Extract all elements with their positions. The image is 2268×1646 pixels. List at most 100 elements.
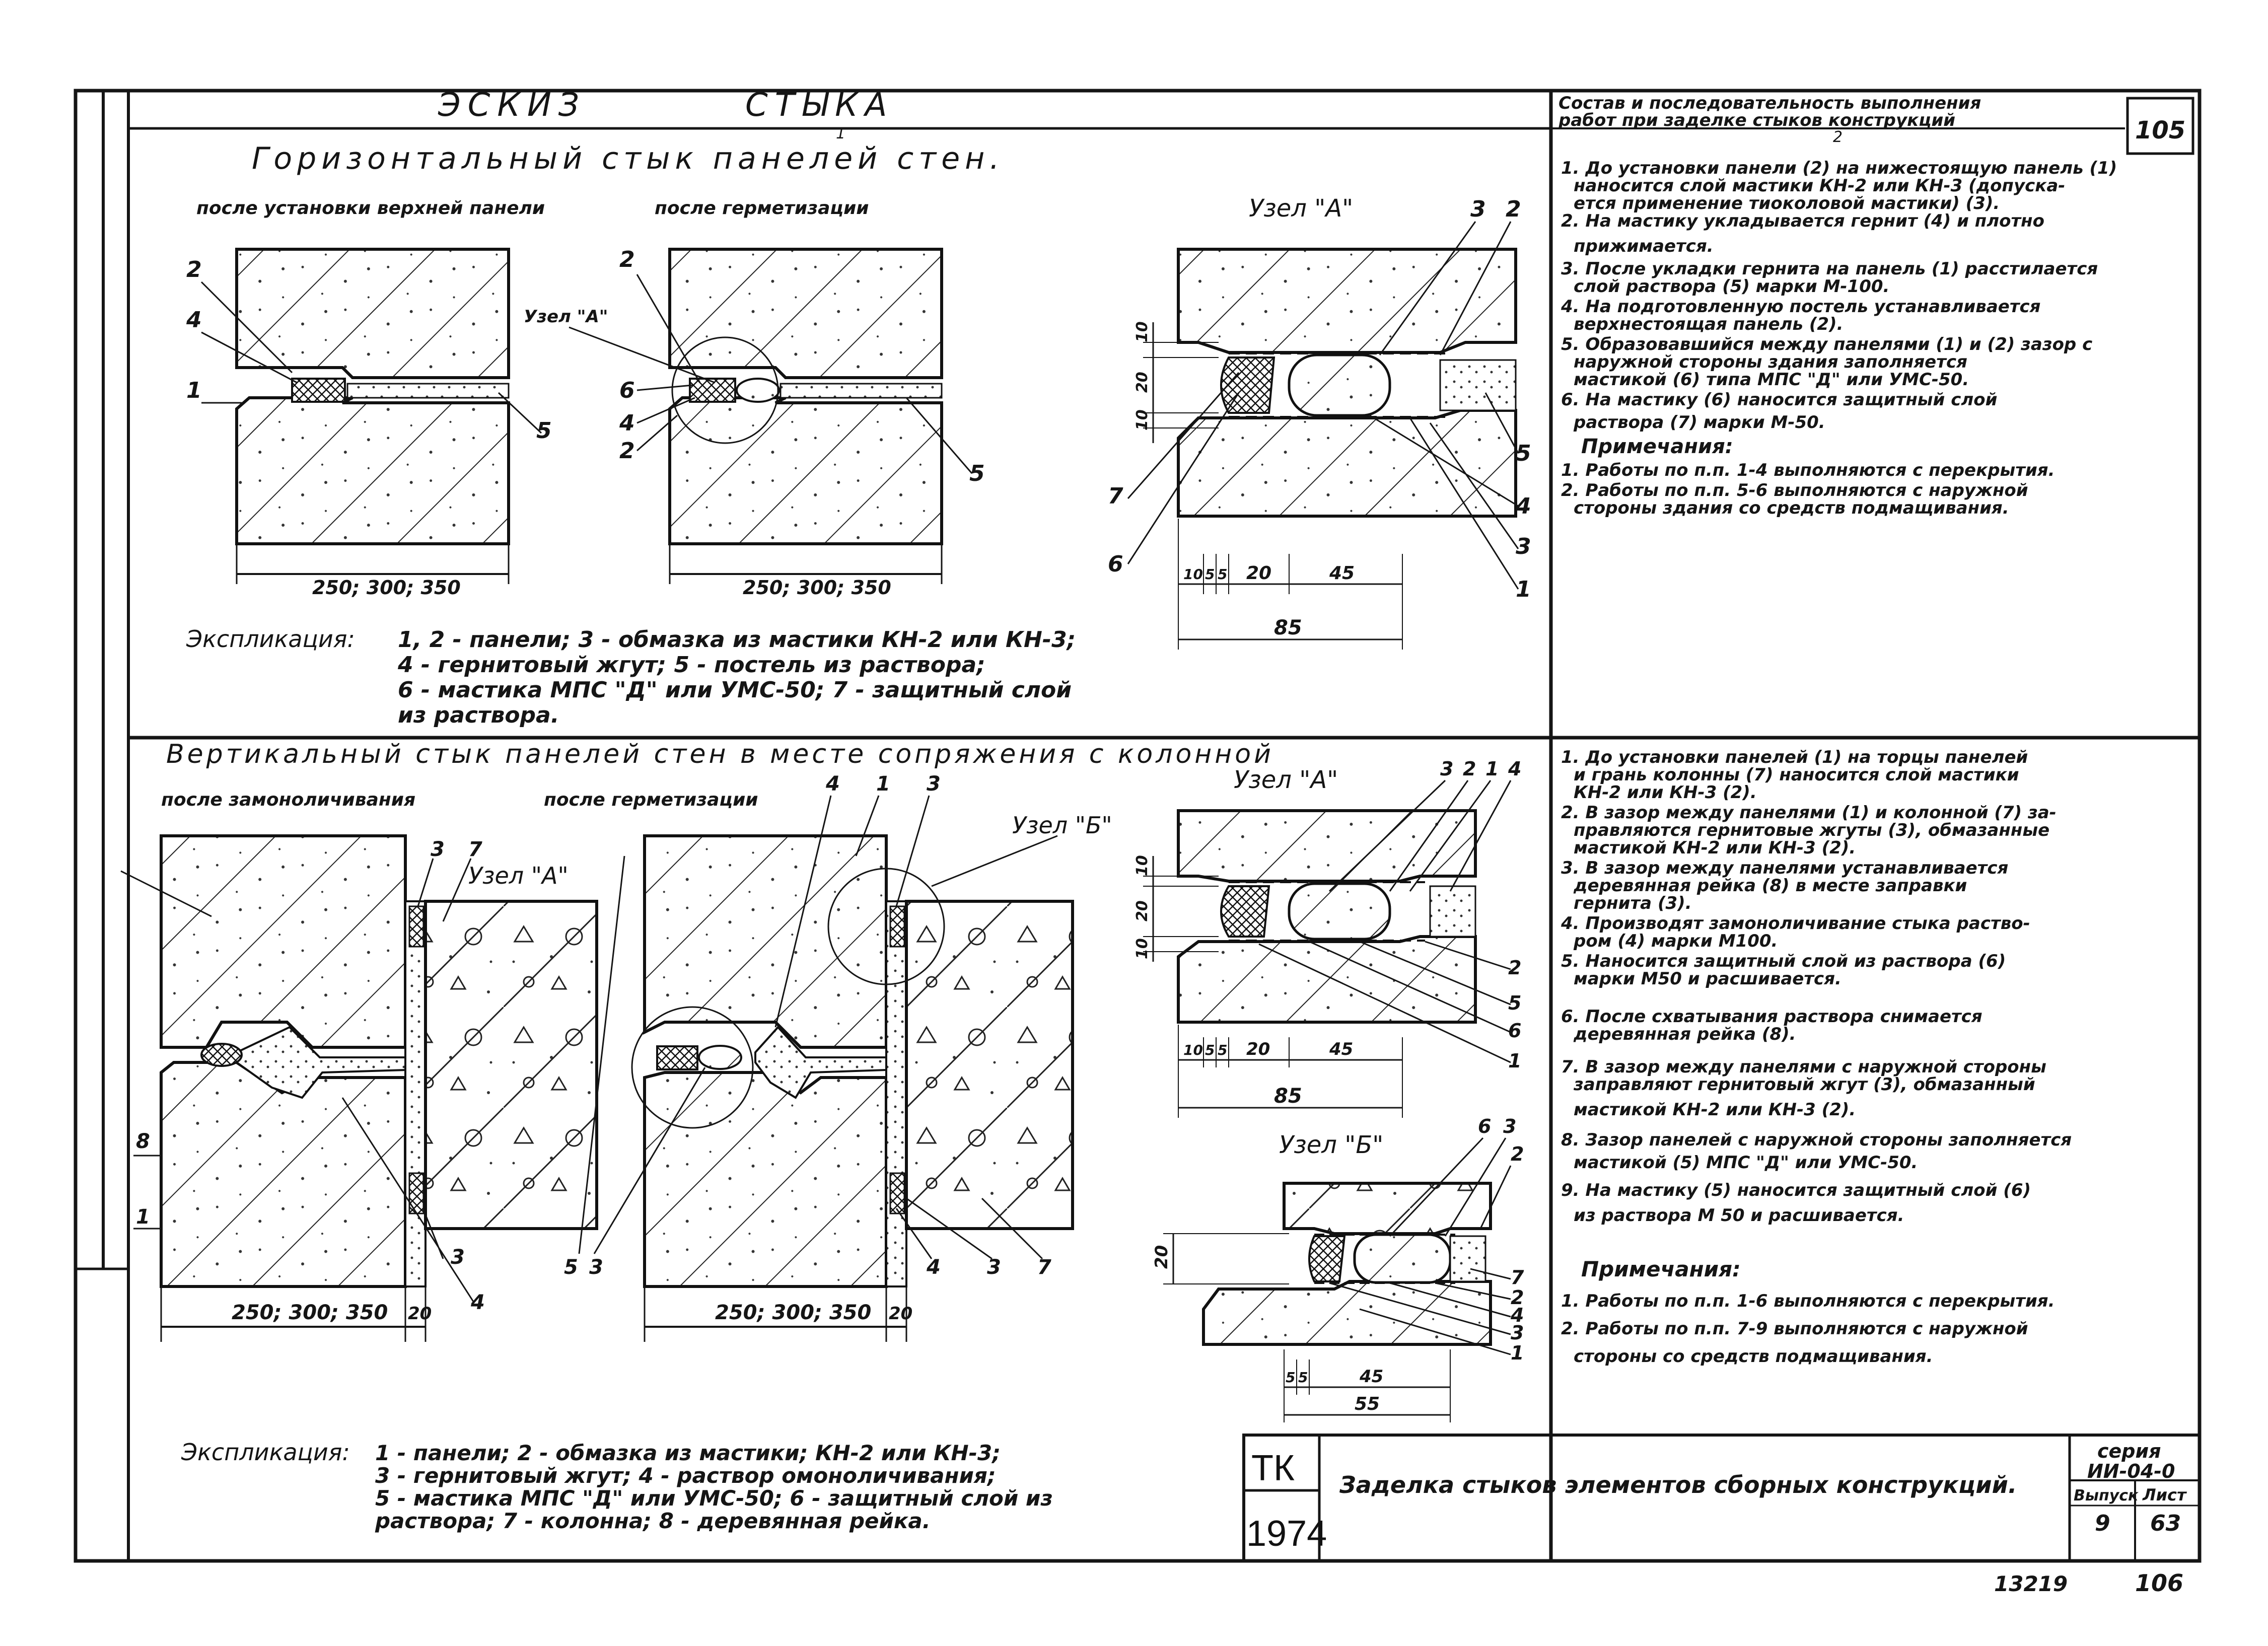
step-top-line: 2. На мастику укладывается гернит (4) и … [1561, 211, 2044, 231]
marker-4: 4 [926, 1256, 941, 1279]
title-block: ТК 1974 Заделка стыков элементов сборных… [1242, 1434, 2201, 1562]
marker-4: 4 [1510, 1304, 1524, 1326]
explication-top-line-1: 1, 2 - панели; 3 - обмазка из мастики КН… [398, 627, 1076, 653]
marker-2: 2 [186, 257, 202, 282]
dim-gap-20: 20 [408, 1304, 432, 1324]
caption-after-upper-panel: после установки верхней панели [196, 198, 545, 219]
marker-1: 1 [186, 378, 202, 403]
marker-4: 4 [186, 307, 202, 333]
marker-4: 4 [619, 410, 635, 436]
issue-label: Выпуск [2074, 1487, 2139, 1505]
horizontal-joint-sketch-mid: 250; 300; 350 Узел "А" 2 6 4 2 5 [524, 247, 985, 599]
marker-1: 1 [1516, 577, 1531, 602]
caption-after-sealing: после герметизации [655, 198, 869, 219]
marker-1: 1 [876, 772, 890, 796]
dim-panel-width-left: 250; 300; 350 [312, 577, 461, 599]
marker-2: 2 [1511, 1143, 1524, 1165]
notes-bottom-3: стороны со средств подмащивания. [1574, 1346, 1933, 1367]
dim-gap-20: 20 [889, 1304, 912, 1324]
step-bottom-line: 2. В зазор между панелями (1) и колонной… [1561, 803, 2057, 823]
dim-v-10a: 10 [1133, 321, 1151, 342]
notes-bottom-2: 2. Работы по п.п. 7-9 выполняются с нару… [1561, 1319, 2028, 1339]
step-top-line: 3. После укладки гернита на панель (1) р… [1561, 259, 2098, 279]
marker-2: 2 [1463, 758, 1476, 780]
explication-top-line-3: 6 - мастика МПС "Д" или УМС-50; 7 - защи… [398, 677, 1072, 703]
marker-4: 4 [470, 1291, 485, 1314]
marker-5: 5 [1508, 992, 1521, 1014]
step-bottom-line: 7. В зазор между панелями с наружной сто… [1561, 1057, 2046, 1077]
step-top-line: верхнестоящая панель (2). [1574, 314, 1844, 334]
tk-label: ТК [1251, 1448, 1295, 1488]
marker-2: 2 [1511, 1286, 1524, 1309]
dim-h-5b: 5 [1218, 566, 1227, 583]
marker-1: 1 [1485, 758, 1499, 780]
sheet-frame [74, 89, 2202, 1563]
marker-7: 7 [468, 838, 482, 861]
marker-5: 5 [969, 461, 985, 486]
dim-h-45: 45 [1329, 1039, 1353, 1059]
marker-3: 3 [987, 1256, 1001, 1279]
dim-h-5a: 5 [1205, 1042, 1215, 1058]
marker-3: 3 [1440, 758, 1453, 780]
dim-b-5a: 5 [1286, 1369, 1295, 1386]
step-bottom-line: 6. После схватывания раствора снимается [1561, 1007, 1982, 1027]
step-top-line: наносится слой мастики КН-2 или КН-3 (до… [1574, 176, 2065, 196]
explication-label-bottom: Экспликация: [181, 1439, 350, 1466]
dim-h-5b: 5 [1218, 1042, 1227, 1058]
marker-2: 2 [619, 438, 635, 464]
dim-h-10: 10 [1183, 1042, 1203, 1058]
marker-6: 6 [1508, 1020, 1521, 1042]
step-bottom-line: из раствора М 50 и расшивается. [1574, 1205, 1904, 1226]
vertical-joint-title: Вертикальный стык панелей стен в месте с… [166, 739, 1274, 769]
dim-h-20: 20 [1246, 1039, 1270, 1059]
marker-1: 1 [136, 1205, 150, 1229]
step-bottom-line: и грань колонны (7) наносится слой масти… [1574, 765, 2019, 785]
marker-5: 5 [564, 1256, 578, 1279]
step-bottom-line: 3. В зазор между панелями устанавливаетс… [1561, 858, 2008, 878]
node-a-label-vleft: Узел "А" [468, 862, 569, 889]
marker-2: 2 [1506, 196, 1521, 222]
step-bottom-line: ром (4) марки М100. [1573, 931, 1778, 951]
notes-bottom-1: 1. Работы по п.п. 1-6 выполняются с пере… [1561, 1291, 2055, 1311]
step-bottom-line: марки М50 и расшивается. [1574, 969, 1841, 989]
node-a-label: Узел "А" [1249, 194, 1353, 223]
step-top-line: 1. До установки панели (2) на нижестоящу… [1561, 158, 2117, 178]
horizontal-joint-sketch-left: 250; 300; 350 2 4 1 5 [186, 248, 552, 599]
steps-bottom: 1. До установки панелей (1) на торцы пан… [1561, 747, 2072, 1367]
step-bottom-line: 1. До установки панелей (1) на торцы пан… [1561, 747, 2028, 767]
marker-8: 8 [136, 1130, 150, 1153]
step-top-line: наружной стороны здания заполняется [1574, 352, 1967, 372]
marker-5: 5 [1516, 441, 1531, 466]
title-block-title: Заделка стыков элементов сборных констру… [1339, 1471, 2017, 1498]
tk-year: 1974 [1246, 1514, 1327, 1554]
marker-4: 4 [1508, 758, 1521, 780]
horizontal-node-a-detail: Узел "А" 10 20 10 10 5 5 20 45 85 3 2 [1108, 194, 1531, 650]
step-top-line: прижимается. [1574, 236, 1714, 256]
vertical-joint-sketch-left: 250; 300; 350 20 Узел "А" 3 7 8 1 3 4 [120, 834, 598, 1342]
steps-top: 1. До установки панели (2) на нижестоящу… [1561, 158, 2117, 518]
node-b-label-vmid: Узел "Б" [1012, 812, 1112, 839]
step-bottom-line: деревянная рейка (8) в месте заправки [1573, 876, 1967, 896]
dim-v-20: 20 [1133, 372, 1151, 393]
step-bottom-line: деревянная рейка (8). [1573, 1024, 1796, 1044]
marker-7: 7 [1037, 1256, 1051, 1279]
sheet-label: Лист [2142, 1485, 2187, 1505]
step-bottom-line: 8. Зазор панелей с наружной стороны запо… [1561, 1130, 2072, 1150]
horizontal-joint-title: Горизонтальный стык панелей стен. [252, 141, 1004, 176]
dim-h-20: 20 [1246, 563, 1271, 584]
dim-v-10b: 10 [1133, 938, 1151, 959]
header-sketch-word: ЭСКИЗ [438, 87, 586, 124]
series-value: ИИ-04-0 [2087, 1460, 2175, 1482]
step-top-line: слой раствора (5) марки М-100. [1574, 276, 1889, 297]
marker-6: 6 [1108, 551, 1123, 577]
page-badge-box [2126, 97, 2194, 155]
marker-6: 6 [1478, 1115, 1491, 1137]
marker-3: 3 [1470, 196, 1486, 222]
step-bottom-line: мастикой КН-2 или КН-3 (2). [1574, 1100, 1856, 1120]
footer-number: 13219 [1994, 1571, 2068, 1596]
dim-b-5b: 5 [1298, 1369, 1308, 1386]
marker-1: 1 [1508, 1050, 1521, 1072]
marker-7: 7 [1108, 483, 1123, 509]
explication-top-line-2: 4 - гернитовый жгут; 5 - постель из раст… [397, 652, 985, 678]
